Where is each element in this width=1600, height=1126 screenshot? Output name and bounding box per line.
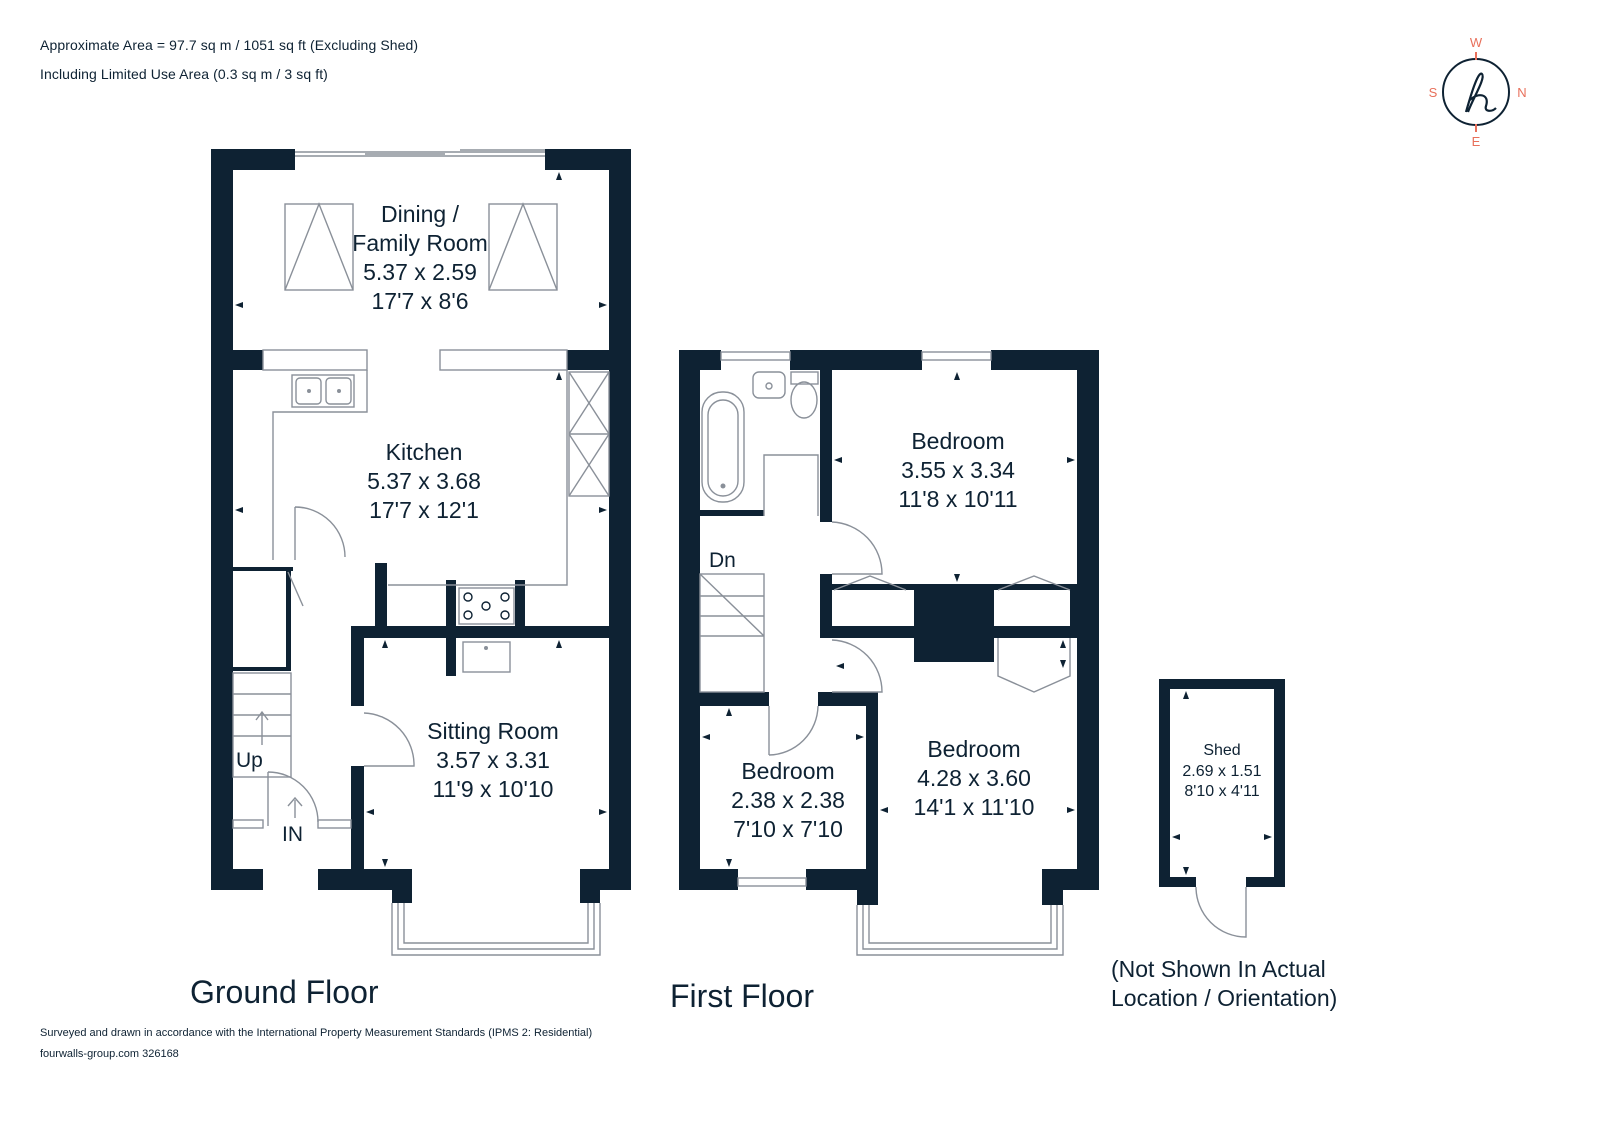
- area-summary: Approximate Area = 97.7 sq m / 1051 sq f…: [40, 37, 419, 53]
- stairs-up-label: Up: [236, 749, 263, 772]
- stairs-down-label: Dn: [709, 549, 736, 572]
- room-bedroom-front-imperial: 14'1 x 11'10: [914, 794, 1035, 820]
- room-sitting-metric: 3.57 x 3.31: [436, 747, 550, 773]
- first-floor-plan: Bedroom 3.55 x 3.34 11'8 x 10'11 Bedroom…: [670, 350, 1099, 1014]
- shed-note-2: Location / Orientation): [1111, 985, 1337, 1011]
- room-bedroom-small-metric: 2.38 x 2.38: [731, 787, 845, 813]
- room-kitchen-name: Kitchen: [386, 439, 463, 465]
- shed-name: Shed: [1203, 742, 1240, 759]
- room-dining-name-1: Dining /: [381, 201, 460, 227]
- room-bedroom-small-imperial: 7'10 x 7'10: [733, 816, 843, 842]
- ground-floor-plan: Dining / Family Room 5.37 x 2.59 17'7 x …: [190, 149, 631, 1010]
- first-floor-title: First Floor: [670, 978, 814, 1014]
- room-bedroom-rear-name: Bedroom: [911, 428, 1004, 454]
- shed-imperial: 8'10 x 4'11: [1184, 783, 1259, 800]
- room-dining-name-2: Family Room: [352, 230, 487, 256]
- room-bedroom-rear-imperial: 11'8 x 10'11: [898, 486, 1017, 512]
- ipms-statement: Surveyed and drawn in accordance with th…: [40, 1027, 593, 1039]
- entrance-label: IN: [282, 823, 303, 846]
- compass-east: E: [1472, 134, 1481, 149]
- logo-h-icon: [1464, 72, 1497, 113]
- room-kitchen-imperial: 17'7 x 12'1: [369, 497, 479, 523]
- limited-use-area: Including Limited Use Area (0.3 sq m / 3…: [40, 66, 328, 82]
- room-bedroom-rear-metric: 3.55 x 3.34: [901, 457, 1015, 483]
- room-sitting-imperial: 11'9 x 10'10: [433, 776, 554, 802]
- room-sitting-name: Sitting Room: [427, 718, 559, 744]
- shed-note-1: (Not Shown In Actual: [1111, 956, 1326, 982]
- room-kitchen-metric: 5.37 x 3.68: [367, 468, 481, 494]
- room-bedroom-small-name: Bedroom: [741, 758, 834, 784]
- room-dining-imperial: 17'7 x 8'6: [371, 288, 468, 314]
- room-bedroom-front-name: Bedroom: [927, 736, 1020, 762]
- ground-floor-title: Ground Floor: [190, 974, 379, 1010]
- shed-plan: Shed 2.69 x 1.51 8'10 x 4'11 (Not Shown …: [1111, 679, 1337, 1011]
- room-bedroom-front-metric: 4.28 x 3.60: [917, 765, 1031, 791]
- compass-north: N: [1517, 85, 1526, 100]
- shed-metric: 2.69 x 1.51: [1182, 763, 1261, 780]
- reference-line: fourwalls-group.com 326168: [40, 1048, 179, 1060]
- compass-west: W: [1470, 35, 1483, 50]
- compass: W E S N: [1429, 35, 1527, 149]
- compass-south: S: [1429, 85, 1438, 100]
- room-dining-metric: 5.37 x 2.59: [363, 259, 477, 285]
